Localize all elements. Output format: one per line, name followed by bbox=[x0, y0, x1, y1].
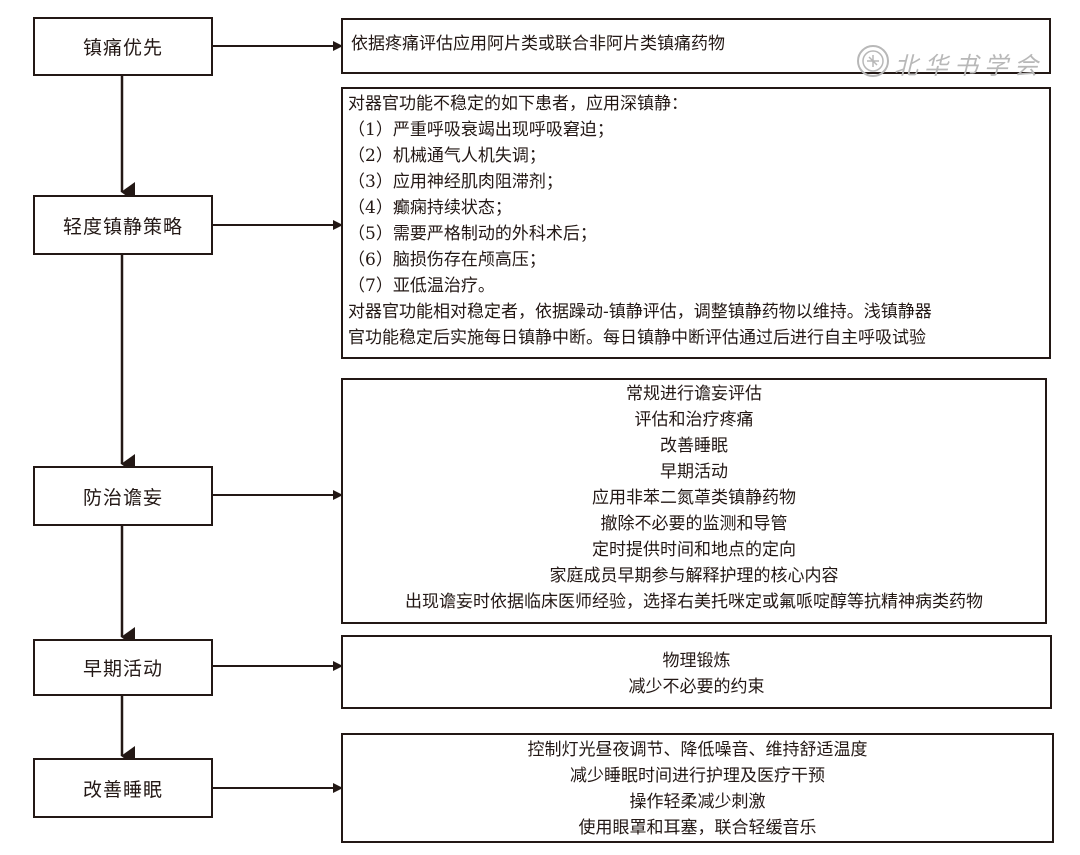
step-label-analgesia: 镇痛优先 bbox=[82, 37, 163, 59]
detail-line: 减少不必要的约束 bbox=[628, 677, 765, 697]
detail-line: （7）亚低温治疗。 bbox=[348, 276, 495, 296]
detail-box-light-sedation: 对器官功能不稳定的如下患者，应用深镇静： （1）严重呼吸衰竭出现呼吸窘迫； （2… bbox=[341, 87, 1051, 359]
step-label-sleep: 改善睡眠 bbox=[82, 778, 163, 801]
detail-box-delirium: 常规进行谵妄评估 评估和治疗疼痛 改善睡眠 早期活动 应用非苯二氮䓬类镇静药物 … bbox=[341, 378, 1047, 624]
detail-box-sleep: 控制灯光昼夜调节、降低噪音、维持舒适温度 减少睡眠时间进行护理及医疗干预 操作轻… bbox=[341, 733, 1054, 843]
detail-line: 评估和治疗疼痛 bbox=[634, 410, 754, 430]
detail-line: 减少睡眠时间进行护理及医疗干预 bbox=[570, 766, 825, 786]
watermark-text: 北华书学会 bbox=[894, 52, 1044, 80]
detail-line: （2）机械通气人机失调； bbox=[348, 146, 546, 166]
detail-line: 控制灯光昼夜调节、降低噪音、维持舒适温度 bbox=[527, 740, 868, 760]
step-box-sleep: 改善睡眠 bbox=[33, 758, 213, 818]
detail-line: （6）脑损伤存在颅高压； bbox=[348, 250, 546, 270]
step-box-delirium: 防治谵妄 bbox=[33, 466, 213, 526]
detail-line: 操作轻柔减少刺激 bbox=[629, 792, 766, 812]
step-label-delirium: 防治谵妄 bbox=[82, 486, 163, 509]
detail-line: 常规进行谵妄评估 bbox=[626, 384, 762, 404]
detail-line: 改善睡眠 bbox=[660, 436, 728, 456]
step-box-light-sedation: 轻度镇静策略 bbox=[33, 195, 213, 255]
detail-line: （3）应用神经肌肉阻滞剂； bbox=[348, 172, 563, 192]
detail-line: 对器官功能不稳定的如下患者，应用深镇静： bbox=[348, 94, 688, 114]
seal-icon bbox=[857, 45, 889, 77]
detail-line: 依据疼痛评估应用阿片类或联合非阿片类镇痛药物 bbox=[351, 34, 725, 54]
detail-line: 使用眼罩和耳塞，联合轻缓音乐 bbox=[578, 818, 817, 838]
detail-line: 应用非苯二氮䓬类镇静药物 bbox=[592, 488, 796, 508]
detail-line: 物理锻炼 bbox=[662, 651, 731, 671]
step-label-early-mobility: 早期活动 bbox=[82, 658, 163, 680]
step-box-analgesia: 镇痛优先 bbox=[33, 17, 213, 76]
step-label-light-sedation: 轻度镇静策略 bbox=[62, 215, 183, 238]
detail-line: 定时提供时间和地点的定向 bbox=[592, 540, 796, 560]
detail-box-analgesia: 依据疼痛评估应用阿片类或联合非阿片类镇痛药物 bbox=[341, 18, 1051, 74]
detail-line: （5）需要严格制动的外科术后； bbox=[348, 224, 597, 244]
detail-line: 撤除不必要的监测和导管 bbox=[600, 514, 788, 534]
detail-line: 早期活动 bbox=[660, 462, 728, 482]
detail-line: 家庭成员早期参与解释护理的核心内容 bbox=[549, 566, 839, 586]
detail-line: 对器官功能相对稳定者，依据躁动-镇静评估，调整镇静药物以维持。浅镇静器 bbox=[348, 302, 932, 322]
detail-line: （4）癫痫持续状态； bbox=[348, 198, 512, 218]
detail-box-early-mobility: 物理锻炼 减少不必要的约束 bbox=[341, 635, 1052, 709]
watermark: 北华书学会 bbox=[856, 42, 1046, 82]
step-box-early-mobility: 早期活动 bbox=[33, 639, 213, 696]
detail-line: （1）严重呼吸衰竭出现呼吸窘迫； bbox=[348, 120, 614, 140]
detail-line: 出现谵妄时依据临床医师经验，选择右美托咪定或氟哌啶醇等抗精神病类药物 bbox=[405, 592, 983, 612]
detail-line: 官功能稳定后实施每日镇静中断。每日镇静中断评估通过后进行自主呼吸试验 bbox=[348, 328, 926, 348]
